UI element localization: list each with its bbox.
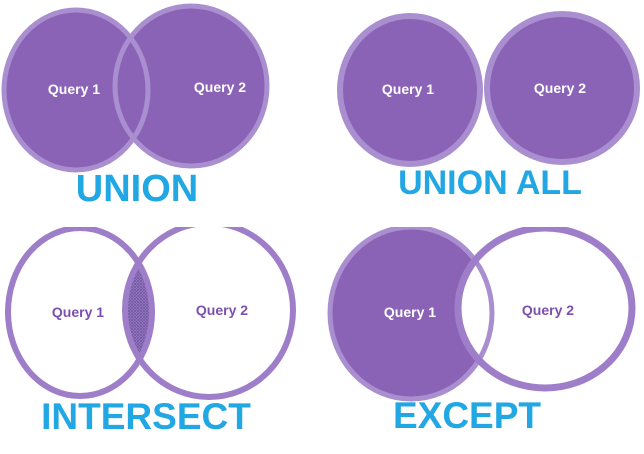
except-query1-label: Query 1 bbox=[384, 304, 436, 320]
union-all-query1-circle bbox=[340, 16, 480, 164]
union-all-title: UNION ALL bbox=[398, 164, 582, 202]
union-query2-circle bbox=[115, 6, 267, 166]
except-query2-label: Query 2 bbox=[522, 302, 574, 318]
intersect-query1-label: Query 1 bbox=[52, 304, 104, 320]
except-query1-circle-rim bbox=[327, 227, 495, 402]
intersect-title: INTERSECT bbox=[41, 396, 251, 437]
union-all-query2-circle bbox=[487, 14, 637, 162]
union-query1-circle-rim bbox=[1, 7, 151, 173]
except-query2-circle bbox=[458, 228, 632, 388]
except-query2-circle-outline bbox=[454, 227, 636, 392]
union-all-query1-circle-rim bbox=[337, 13, 483, 167]
union-query2-circle-rim bbox=[112, 3, 270, 169]
union-title: UNION bbox=[75, 168, 199, 210]
intersect-query2-label: Query 2 bbox=[196, 302, 248, 318]
intersect-venn-diagram: Query 1 Query 2 bbox=[5, 227, 296, 400]
union-query1-label: Query 1 bbox=[48, 81, 100, 97]
except-venn-diagram: Query 1 Query 2 bbox=[327, 227, 636, 402]
union-query1-circle bbox=[4, 10, 148, 170]
union-all-query1-label: Query 1 bbox=[382, 81, 434, 97]
intersect-query1-circle bbox=[8, 228, 152, 396]
union-all-query2-label: Query 2 bbox=[534, 80, 586, 96]
intersect-query1-circle-outline bbox=[5, 227, 155, 399]
intersect-query2-circle bbox=[125, 227, 293, 397]
union-query2-label: Query 2 bbox=[194, 79, 246, 95]
except-query1-circle bbox=[330, 227, 492, 399]
union-all-query2-circle-rim bbox=[484, 11, 640, 165]
union-all-venn-diagram: Query 1 Query 2 bbox=[337, 11, 640, 167]
intersect-query2-circle-outline bbox=[122, 227, 296, 400]
union-venn-diagram: Query 1 Query 2 bbox=[1, 3, 270, 173]
except-title: EXCEPT bbox=[392, 395, 542, 436]
